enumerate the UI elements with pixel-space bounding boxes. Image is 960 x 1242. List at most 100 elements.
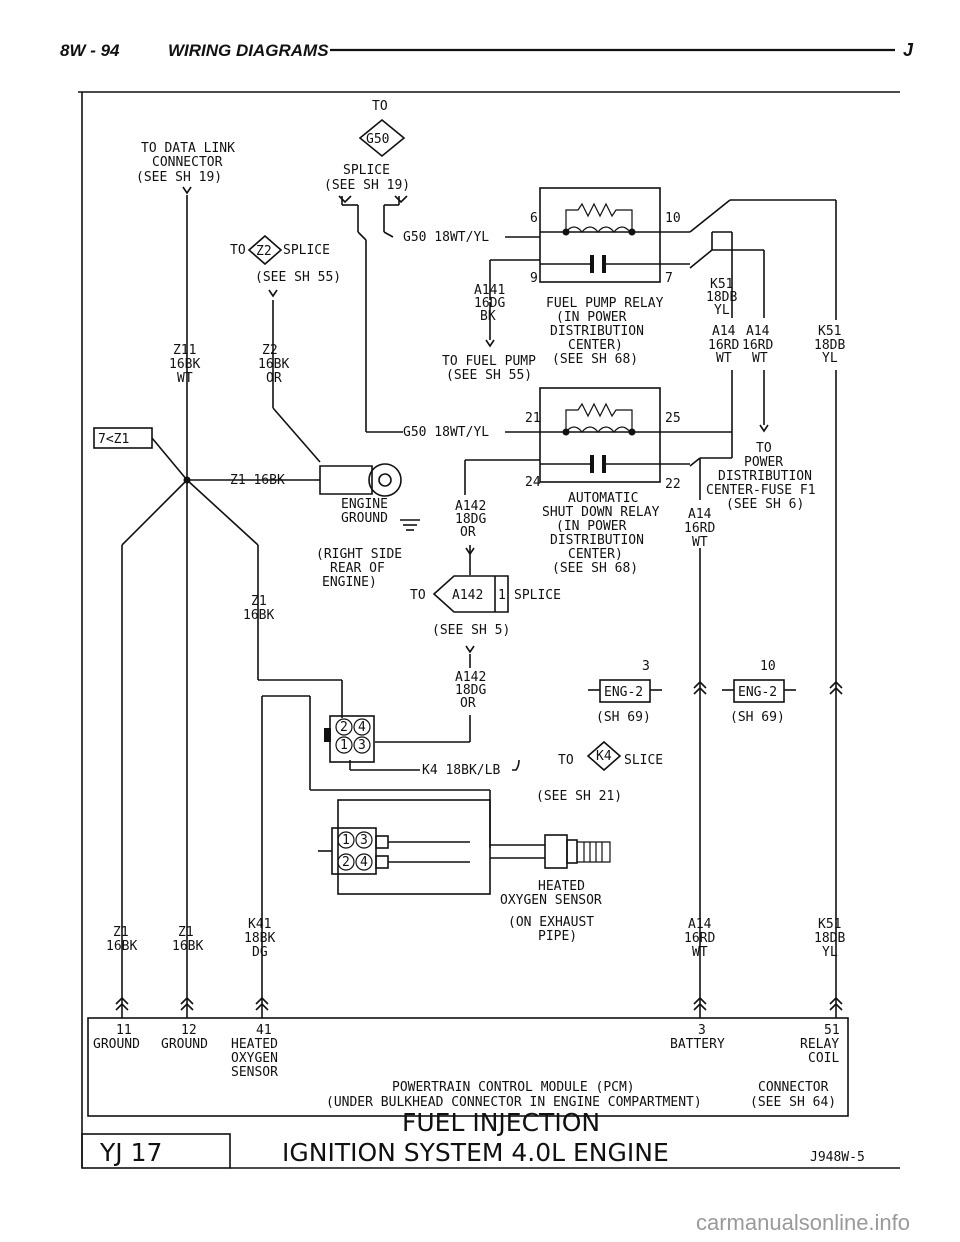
z11-gauge: 16BK bbox=[169, 357, 200, 372]
a14-asd-color: WT bbox=[692, 535, 708, 550]
footer-title2: IGNITION SYSTEM 4.0L ENGINE bbox=[282, 1138, 669, 1167]
z2-splice-callout: TO Z2 SPLICE (SEE SH 55) bbox=[230, 234, 341, 298]
pcm-pin-3: 3 BATTERY bbox=[670, 1023, 725, 1052]
a14-right-gauge: 16RD bbox=[742, 338, 773, 353]
right-side-line1: (RIGHT SIDE bbox=[316, 547, 402, 562]
fpr-pin-7: 7 bbox=[665, 271, 673, 286]
sensor-pin-4: 4 bbox=[355, 853, 373, 871]
svg-text:COIL: COIL bbox=[808, 1051, 839, 1066]
eng2-left-see: (SH 69) bbox=[596, 710, 651, 725]
k51-upper-gauge: 18DB bbox=[706, 290, 737, 305]
wire-z1-ground: Z1 16BK bbox=[230, 473, 285, 488]
asd-line4: DISTRIBUTION bbox=[550, 533, 644, 548]
k41-gauge: 18BK bbox=[244, 931, 275, 946]
a142-upper-label: A142 18DG OR bbox=[455, 499, 486, 556]
k51-upper-label: K51 18DB YL bbox=[706, 277, 737, 318]
g50-splice: G50 SPLICE (SEE SH 19) bbox=[324, 118, 410, 193]
o2-line1: HEATED bbox=[538, 879, 585, 894]
a142-splice-word: SPLICE bbox=[514, 588, 561, 603]
engine-ground-lug: ENGINE GROUND (RIGHT SIDE REAR OF ENGINE… bbox=[316, 463, 420, 590]
z2-color: OR bbox=[266, 371, 282, 386]
z1-b-label: Z1 16BK bbox=[172, 925, 203, 954]
pcm-line1: POWERTRAIN CONTROL MODULE (PCM) bbox=[392, 1080, 635, 1095]
a142-upper-gauge: 18DG bbox=[455, 512, 486, 527]
svg-text:4: 4 bbox=[358, 720, 366, 735]
g50-line2: (SEE SH 19) bbox=[324, 178, 410, 193]
pdc-line5: (SEE SH 6) bbox=[726, 497, 804, 512]
watermark: carmanualsonline.info bbox=[696, 1210, 910, 1235]
asd-line3: (IN POWER bbox=[556, 519, 627, 534]
pcm-connector-line1: CONNECTOR bbox=[758, 1080, 829, 1095]
a142-lower-gauge: 18DG bbox=[455, 683, 486, 698]
k51-upper-code: K51 bbox=[710, 277, 733, 292]
to-fuel-pump-line1: TO FUEL PUMP bbox=[442, 354, 536, 369]
a14-bottom-color: WT bbox=[692, 945, 708, 960]
z2-code: Z2 bbox=[262, 343, 278, 358]
k41-code: K41 bbox=[248, 917, 271, 932]
a142-splice: TO A142 1 SPLICE (SEE SH 5) bbox=[410, 575, 561, 654]
eng2-right-connector: 10 ENG-2 (SH 69) bbox=[722, 659, 843, 725]
data-link-line2: CONNECTOR bbox=[152, 155, 223, 170]
k51-bottom-color: YL bbox=[822, 945, 838, 960]
sensor-pin-2: 2 bbox=[337, 853, 355, 871]
asd-pin-25: 25 bbox=[665, 411, 681, 426]
a14-asd-code: A14 bbox=[688, 507, 712, 522]
asd-pin-22: 22 bbox=[665, 477, 681, 492]
svg-text:2: 2 bbox=[342, 855, 350, 870]
data-link-callout: TO DATA LINK CONNECTOR (SEE SH 19) bbox=[136, 141, 235, 195]
page-header: 8W - 94 WIRING DIAGRAMS J bbox=[60, 40, 914, 60]
pcm-connector-line2: (SEE SH 64) bbox=[750, 1095, 836, 1110]
svg-text:RELAY: RELAY bbox=[800, 1037, 839, 1052]
pcm-line2: (UNDER BULKHEAD CONNECTOR IN ENGINE COMP… bbox=[326, 1095, 702, 1110]
a14-left-label: A14 16RD WT bbox=[708, 324, 739, 366]
svg-text:OXYGEN: OXYGEN bbox=[231, 1051, 278, 1066]
k51-right-label: K51 18DB YL bbox=[814, 324, 845, 366]
conn-pin-3: 3 bbox=[353, 736, 371, 754]
fpr-line3: DISTRIBUTION bbox=[550, 324, 644, 339]
z1-mid-label: Z1 16BK bbox=[243, 594, 274, 623]
z1-mid-code: Z1 bbox=[251, 594, 267, 609]
conn-pin-1: 1 bbox=[335, 736, 353, 754]
pdc-line3: DISTRIBUTION bbox=[718, 469, 812, 484]
z2-splice-see: (SEE SH 55) bbox=[255, 270, 341, 285]
svg-text:41: 41 bbox=[256, 1023, 272, 1038]
z1-mid-gauge: 16BK bbox=[243, 608, 274, 623]
page-number: 8W - 94 bbox=[60, 41, 120, 60]
pdc-line4: CENTER-FUSE F1 bbox=[706, 483, 816, 498]
svg-text:4: 4 bbox=[360, 855, 368, 870]
o2-line3: (ON EXHAUST bbox=[508, 915, 594, 930]
k51-bottom-gauge: 18DB bbox=[814, 931, 845, 946]
z2-label: Z2 16BK OR bbox=[258, 343, 289, 386]
asd-line1: AUTOMATIC bbox=[568, 491, 638, 506]
footer-code: J948W-5 bbox=[810, 1150, 865, 1165]
a14-right-color: WT bbox=[752, 351, 768, 366]
fpr-line2: (IN POWER bbox=[556, 310, 627, 325]
a14-asd-gauge: 16RD bbox=[684, 521, 715, 536]
fpr-pin-9: 9 bbox=[530, 271, 538, 286]
footer-model: YJ 17 bbox=[99, 1138, 162, 1167]
svg-text:2: 2 bbox=[340, 720, 348, 735]
fpr-line4: CENTER) bbox=[568, 338, 623, 353]
a142-lower-label: A142 18DG OR bbox=[455, 670, 486, 711]
sensor-pin-1: 1 bbox=[337, 831, 355, 849]
eng2-right-pin: 10 bbox=[760, 659, 776, 674]
heated-oxygen-sensor: 1 3 2 4 HEATED OXYGEN SENSOR (ON EXHAUST… bbox=[318, 799, 611, 944]
diagram-footer: YJ 17 FUEL INJECTION IGNITION SYSTEM 4.0… bbox=[81, 1108, 900, 1169]
wire-g50-mid: G50 18WT/YL bbox=[403, 425, 489, 440]
fuel-pump-relay: 6 10 9 7 FUEL PUMP RELAY (IN POWER DISTR… bbox=[530, 187, 690, 367]
z2-splice-id: Z2 bbox=[256, 244, 272, 259]
z11-color: WT bbox=[177, 371, 193, 386]
k51-upper-color: YL bbox=[714, 303, 730, 318]
fpr-pin-6: 6 bbox=[530, 211, 538, 226]
g50-line1: SPLICE bbox=[343, 163, 390, 178]
k4-to: TO bbox=[558, 753, 574, 768]
a142-splice-see: (SEE SH 5) bbox=[432, 623, 510, 638]
a142-splice-num: 1 bbox=[498, 588, 506, 603]
z1-b-code: Z1 bbox=[178, 925, 194, 940]
svg-text:1: 1 bbox=[340, 738, 348, 753]
asd-pin-24: 24 bbox=[525, 475, 541, 490]
a142-lower-code: A142 bbox=[455, 670, 486, 685]
a14-bottom-code: A14 bbox=[688, 917, 712, 932]
a14-bottom-gauge: 16RD bbox=[684, 931, 715, 946]
